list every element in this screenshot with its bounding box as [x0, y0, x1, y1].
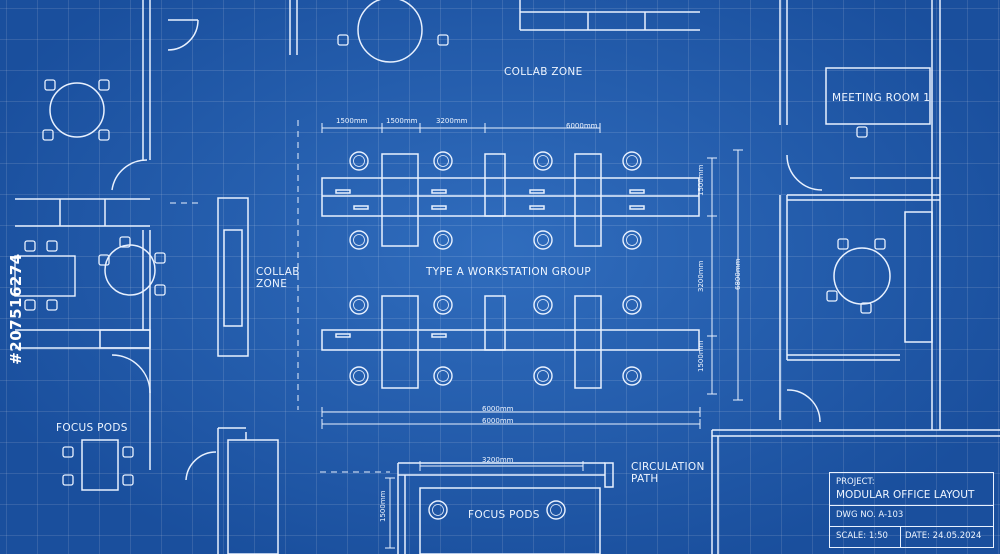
- title-block-divider: [830, 505, 993, 506]
- circulation-line1: CIRCULATION: [631, 461, 705, 473]
- project-name: MODULAR OFFICE LAYOUT: [836, 489, 975, 501]
- title-block-vdivider: [900, 526, 901, 547]
- collab-zone-left-line1: COLLAB: [256, 266, 300, 278]
- title-block: PROJECT: MODULAR OFFICE LAYOUT DWG NO. A…: [829, 472, 994, 548]
- workstation-group-label: TYPE A WORKSTATION GROUP: [426, 266, 591, 278]
- dim-right-c: 1500mm: [697, 340, 705, 372]
- collab-zone-top-label: COLLAB ZONE: [504, 66, 583, 78]
- circulation-path-label: CIRCULATION PATH: [631, 461, 705, 485]
- focus-pods-bottom-label: FOCUS PODS: [468, 509, 540, 521]
- title-block-divider: [830, 526, 993, 527]
- dim-top-d: 6000mm: [566, 122, 598, 130]
- project-label: PROJECT:: [836, 477, 875, 487]
- collab-zone-left-line2: ZONE: [256, 278, 288, 291]
- dim-right-total: 6800mm: [734, 258, 742, 290]
- side-table: [14, 255, 76, 297]
- dim-top-a: 1500mm: [336, 117, 368, 125]
- dim-pod-height: 1500mm: [379, 490, 387, 522]
- scale-text: SCALE: 1:50: [836, 531, 888, 541]
- walls: [15, 0, 1000, 554]
- dim-bottom-a: 6000mm: [482, 405, 514, 413]
- dim-right-a: 1500mm: [697, 164, 705, 196]
- collab-zone-left-label: COLLAB ZONE: [256, 266, 300, 290]
- focus-pod-table: [81, 439, 119, 491]
- focus-pod-chairs: [62, 446, 134, 486]
- dimension-lines: [321, 123, 743, 549]
- focus-pods-left-label: FOCUS PODS: [56, 422, 128, 434]
- dim-bottom-b: 6000mm: [482, 417, 514, 425]
- circulation-line2: PATH: [631, 473, 659, 486]
- dim-top-c: 3200mm: [436, 117, 468, 125]
- dim-pod-width: 3200mm: [482, 456, 514, 464]
- meeting-room-label: MEETING ROOM 1: [832, 92, 931, 104]
- dwg-no: DWG NO. A-103: [836, 510, 904, 520]
- side-id-text: #207516274: [7, 253, 25, 365]
- date-text: DATE: 24.05.2024: [905, 531, 982, 541]
- round-tables: [49, 0, 891, 305]
- dim-top-b: 1500mm: [386, 117, 418, 125]
- dim-right-b: 3200mm: [697, 260, 705, 292]
- workstation-desks: [321, 153, 700, 389]
